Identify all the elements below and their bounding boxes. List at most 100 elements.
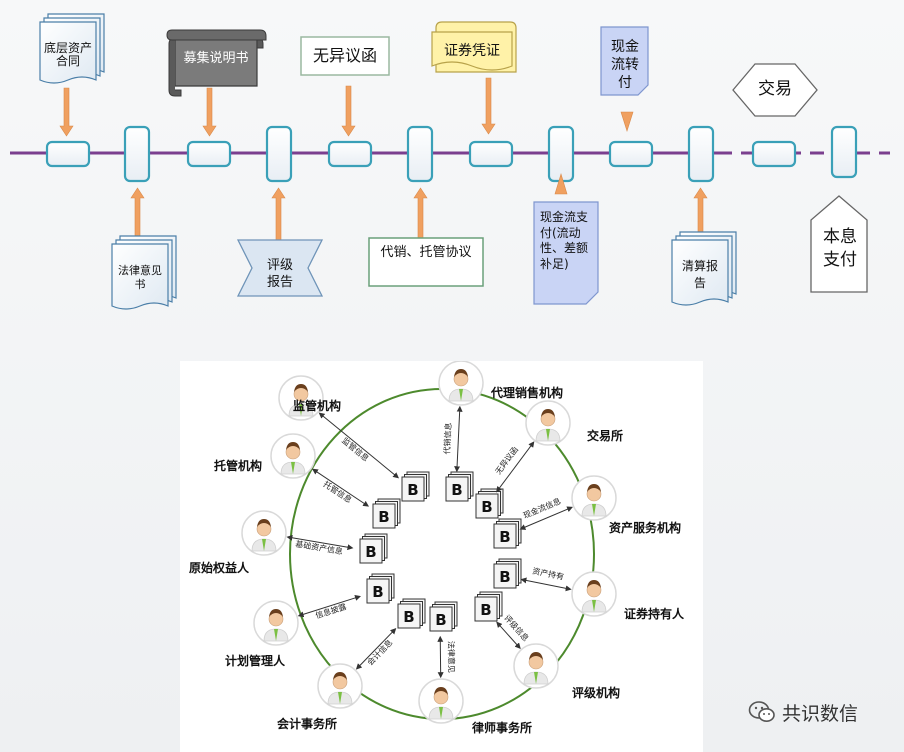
person-icon: [571, 475, 617, 521]
principal-interest-shape: [810, 195, 868, 293]
flow-arrows: [59, 77, 708, 243]
label-legal-opinion: 法律意见书: [118, 264, 162, 292]
edge-arrow: [297, 595, 361, 618]
doc-no-objection-shape: [300, 36, 390, 76]
edge-arrow: [496, 621, 521, 650]
abs-flow-timeline: [10, 13, 890, 310]
block-label: B: [407, 481, 418, 499]
node-label-rating-agency: 评级机构: [572, 686, 621, 700]
edge-label: 信息披露: [314, 601, 348, 620]
block-stack: B: [366, 573, 395, 604]
block-label: B: [481, 498, 492, 516]
edge-label: 基础资产信息: [295, 538, 344, 556]
wechat-watermark: 共识数信: [748, 700, 859, 725]
block-label: B: [499, 528, 510, 546]
block-label: B: [499, 568, 510, 586]
timeline-nodes: [45, 125, 858, 183]
person-icon: [438, 361, 484, 406]
arrow-down: [59, 87, 74, 137]
edge-arrow: [311, 468, 370, 507]
edge-arrow: [286, 534, 354, 551]
node-label-custodian: 托管机构: [214, 459, 263, 473]
person-icon: [418, 678, 464, 724]
doc-cash-payment-shape: [533, 201, 599, 305]
node-label-plan-manager: 计划管理人: [225, 654, 286, 668]
trade-hexagon: [732, 63, 818, 117]
person-icon: [571, 571, 617, 617]
block-label: B: [435, 611, 446, 629]
edge-arrow: [355, 628, 397, 670]
edge-label: 评级信息: [502, 613, 531, 644]
block-stack: B: [359, 533, 388, 564]
block-stack: B: [493, 558, 522, 589]
arrow-up: [271, 187, 286, 241]
edge-label: 托管信息: [322, 479, 354, 505]
doc-rating-report-shape: [236, 239, 324, 297]
person-icon: [253, 600, 299, 646]
label-agency-custody: 代销、托管协议: [380, 245, 472, 260]
doc-securities-cert-shape: [431, 21, 517, 73]
person-icon: [270, 433, 316, 479]
block-stack: B: [372, 498, 401, 529]
timeline-node: [608, 140, 654, 168]
block-stack: B: [493, 518, 522, 549]
timeline-node: [687, 125, 715, 183]
block-label: B: [378, 508, 389, 526]
doc-underlying-contract-shape: [39, 13, 105, 84]
arrow-triangle-down: [620, 111, 634, 132]
label-prospectus: 募集说明书: [183, 51, 249, 66]
label-trade: 交易: [758, 79, 792, 99]
doc-cash-transfer-shape: [600, 26, 649, 96]
edge-arrow: [454, 405, 463, 473]
block-stack: B: [401, 471, 430, 502]
node-label-regulator: 监管机构: [293, 399, 342, 413]
block-label: B: [480, 601, 491, 619]
edge-arrow: [318, 412, 400, 479]
person-icon: [241, 510, 287, 556]
edge-arrow: [520, 577, 572, 592]
block-stack: B: [445, 471, 474, 502]
edge-label: 监管信息: [340, 435, 371, 463]
arrow-up: [693, 187, 708, 233]
arrow-down: [481, 77, 496, 135]
label-cash-payment: 现金流支付(流动性、差额补足): [540, 210, 589, 271]
watermark-text: 共识数信: [782, 702, 859, 725]
edge-label: 无异议函: [494, 445, 520, 476]
wechat-icon: [748, 701, 775, 722]
timeline-node: [751, 140, 797, 168]
label-rating-report: 评级报告: [266, 258, 293, 290]
timeline-node: [547, 125, 575, 183]
edge-label: 现金流信息: [522, 496, 563, 521]
edge-arrow: [519, 506, 573, 530]
person-icon: [317, 663, 363, 709]
timeline-node: [123, 125, 151, 183]
edge-label: 代销信息: [442, 422, 453, 454]
doc-legal-opinion-shape: [111, 235, 177, 310]
block-label: B: [365, 543, 376, 561]
block-stack: B: [474, 591, 503, 622]
edge-arrow: [496, 441, 535, 493]
doc-clearing-report-shape: [671, 231, 737, 306]
timeline-node: [265, 125, 293, 183]
label-principal-interest: 本息支付: [823, 227, 857, 270]
timeline-node: [468, 140, 514, 168]
block-label: B: [372, 583, 383, 601]
person-icon: [525, 400, 571, 446]
node-label-exchange: 交易所: [587, 429, 624, 443]
timeline-node: [186, 140, 232, 168]
person-icon: [513, 643, 559, 689]
label-underlying-contract: 底层资产合同: [43, 41, 92, 69]
node-label-law-firm: 律师事务所: [472, 721, 533, 735]
node-label-distributor: 代理销售机构: [491, 386, 564, 400]
arrow-up: [413, 187, 428, 239]
label-clearing-report: 清算报告: [681, 259, 718, 290]
timeline-node: [830, 125, 858, 179]
block-stack: B: [475, 488, 504, 519]
label-securities-cert: 证券凭证: [444, 43, 500, 59]
doc-agency-custody-shape: [368, 237, 484, 287]
edge-label: 资产持有: [532, 566, 565, 582]
label-cash-transfer: 现金流转付: [611, 39, 639, 92]
block-label: B: [451, 481, 462, 499]
arrow-triangle-up: [554, 172, 568, 195]
